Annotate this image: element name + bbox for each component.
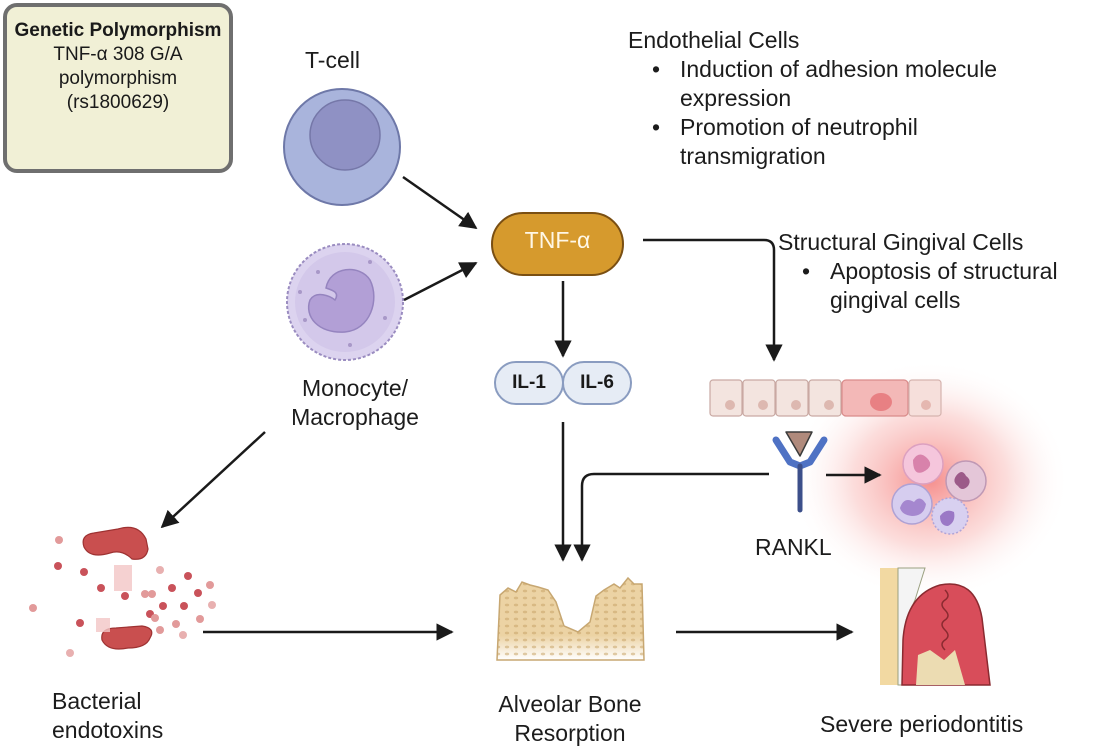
rankl-receptor-icon: [772, 431, 828, 513]
t-cell-label: T-cell: [305, 47, 360, 73]
endothelial-bullet: Induction of adhesion molecule expressio…: [628, 55, 1098, 113]
arrow-rankl-to-bone: [573, 472, 769, 562]
alveolar-bone-resorption-label: Alveolar Bone Resorption: [470, 690, 670, 748]
gingival-epithelial-cells-icon: [709, 379, 942, 417]
il-6-label: IL-6: [580, 372, 614, 393]
bacterial-label-line1: Bacterial: [52, 688, 142, 714]
severe-periodontitis-icon: [880, 567, 991, 686]
arrow-tcell-to-tnf: [402, 175, 478, 230]
bone-label-line2: Resorption: [514, 720, 626, 746]
genetic-polymorphism-line3: (rs1800629): [66, 92, 170, 113]
bacterial-endotoxins-icon: [29, 526, 216, 657]
structural-gingival-cells-section: Structural Gingival Cells Apoptosis of s…: [778, 228, 1099, 315]
rankl-label: RANKL: [755, 534, 832, 560]
monocyte-label: Monocyte/ Macrophage: [270, 374, 440, 432]
bacterial-endotoxins-label: Bacterial endotoxins: [52, 687, 163, 745]
alveolar-bone-icon: [496, 576, 645, 661]
monocyte-icon: [286, 243, 404, 361]
bacterial-label-line2: endotoxins: [52, 717, 164, 743]
endothelial-cells-section: Endothelial Cells Induction of adhesion …: [628, 26, 1098, 171]
t-cell-icon: [283, 88, 401, 206]
il-6-node-shape: [562, 361, 632, 405]
tnf-alpha-node-shape: [491, 212, 624, 276]
arrow-tnf-to-structural-cells: [643, 238, 783, 362]
monocyte-label-line2: Macrophage: [291, 404, 419, 430]
bone-label-line1: Alveolar Bone: [498, 691, 642, 717]
endothelial-bullet-1-line1: Induction of adhesion molecule: [680, 56, 998, 82]
structural-gingival-cells-title: Structural Gingival Cells: [778, 229, 1024, 255]
endothelial-cells-title: Endothelial Cells: [628, 27, 800, 53]
monocyte-label-line1: Monocyte/: [301, 375, 409, 401]
arrow-monocyte-to-bacteria: [160, 431, 266, 529]
endothelial-bullet-1-line2: expression: [680, 85, 792, 111]
genetic-polymorphism-box: Genetic Polymorphism TNF-α 308 G/A polym…: [3, 3, 233, 173]
genetic-polymorphism-title: Genetic Polymorphism: [14, 20, 222, 41]
endothelial-bullet-2-line2: transmigration: [680, 143, 826, 169]
severe-periodontitis-label: Severe periodontitis: [820, 711, 1024, 737]
structural-bullet-1-line2: gingival cells: [830, 287, 961, 313]
structural-bullet: Apoptosis of structural gingival cells: [778, 257, 1099, 315]
neutrophils-icon: [891, 443, 987, 535]
endothelial-bullet-2-line1: Promotion of neutrophil: [680, 114, 918, 140]
endothelial-bullet: Promotion of neutrophil transmigration: [628, 113, 1098, 171]
genetic-polymorphism-line2: polymorphism: [58, 68, 178, 89]
tnf-alpha-label: TNF-α: [524, 227, 591, 253]
il-1-label: IL-1: [512, 372, 546, 393]
structural-bullet-1-line1: Apoptosis of structural: [830, 258, 1058, 284]
arrow-monocyte-to-tnf: [403, 261, 478, 302]
genetic-polymorphism-line1: TNF-α 308 G/A: [53, 44, 183, 65]
